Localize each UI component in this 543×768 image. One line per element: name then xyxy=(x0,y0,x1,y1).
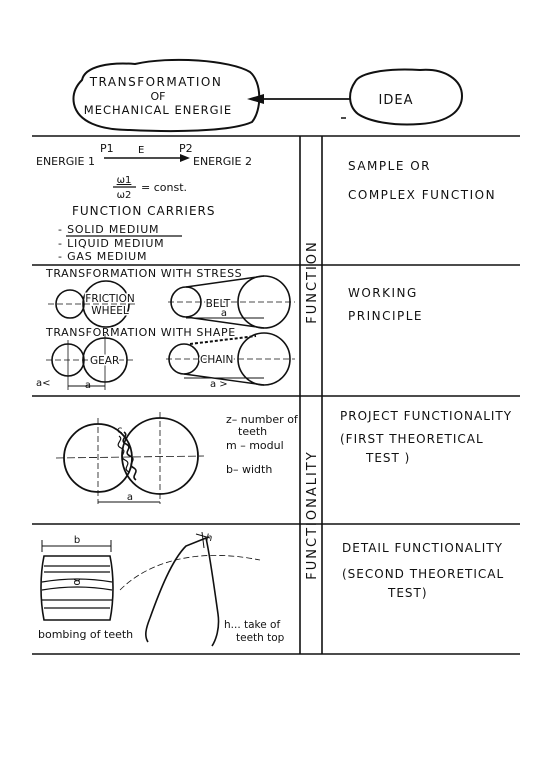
gear-pair-a-label: a xyxy=(127,492,133,503)
bombing-b-label: b xyxy=(74,535,80,546)
const-label: = const. xyxy=(141,181,187,194)
row3-right-line1: PROJECT FUNCTIONALITY xyxy=(340,409,512,423)
alpha-label: α xyxy=(70,578,83,585)
gear-a-label: a xyxy=(85,380,91,391)
row1-right-line1: SAMPLE OR xyxy=(348,159,431,173)
p2-label: P2 xyxy=(179,142,193,155)
h-take-line1: h... take of xyxy=(224,619,280,631)
z-label-line2: teeth xyxy=(238,425,267,438)
a-greater-label: a > xyxy=(210,379,228,390)
chain-sprocket-large xyxy=(237,332,291,386)
tooth-profile-left xyxy=(145,617,151,643)
z-label-line1: z– number of xyxy=(226,413,299,426)
m-label: m – modul xyxy=(226,439,284,452)
row4-right-line3: TEST) xyxy=(387,586,428,600)
side-label-function: FUNCTION xyxy=(305,240,320,324)
energie2-label: ENERGIE 2 xyxy=(193,155,252,168)
belt-bottom xyxy=(185,316,265,329)
transformation-cloud xyxy=(72,58,261,133)
idea-label: IDEA xyxy=(379,93,414,108)
mesh-teeth-outline xyxy=(117,435,130,473)
row4-right-line1: DETAIL FUNCTIONALITY xyxy=(342,541,503,555)
reference-arc xyxy=(119,555,261,591)
row1-right-line2: COMPLEX FUNCTION xyxy=(348,188,496,202)
e-label: E xyxy=(138,145,144,156)
p1-label: P1 xyxy=(100,142,114,155)
row2-right-line2: PRINCIPLE xyxy=(348,309,423,323)
energie1-label: ENERGIE 1 xyxy=(36,155,95,168)
mesh-teeth xyxy=(122,431,137,481)
row3-right-line3: TEST ) xyxy=(365,451,410,465)
gear-pair-right xyxy=(121,417,199,495)
gear-pair-axis xyxy=(55,455,205,459)
c-label: c xyxy=(117,425,123,436)
belt-top xyxy=(185,275,265,288)
carrier-liquid: - LIQUID MEDIUM xyxy=(58,237,164,250)
gear-label: GEAR xyxy=(90,355,119,367)
bombing-teeth-outline xyxy=(40,555,114,621)
h-label: h xyxy=(206,533,212,544)
row3-right-line2: (FIRST THEORETICAL xyxy=(340,432,484,446)
idea-arrow-head xyxy=(247,94,264,104)
transformation-label-line1: TRANSFORMATION xyxy=(89,75,223,89)
chain-bottom xyxy=(183,373,265,386)
tooth-line-3 xyxy=(41,578,113,583)
belt-a-label: a xyxy=(221,308,227,319)
belt-label: BELT xyxy=(206,298,231,310)
friction-label: FRICTION xyxy=(85,293,134,305)
chain-top xyxy=(189,335,257,345)
tooth-profile xyxy=(149,536,220,647)
transformation-label-line2: OF xyxy=(151,90,166,103)
row2-right-line1: WORKING xyxy=(348,286,418,300)
side-label-functionality: FUNCTIONALITY xyxy=(305,450,320,579)
h-dim-side xyxy=(201,531,205,549)
tooth-line-4 xyxy=(41,586,113,591)
omega-denominator: ω2 xyxy=(117,190,132,201)
b-label: b– width xyxy=(226,463,272,476)
idea-cloud xyxy=(349,68,464,126)
transformation-label-line3: MECHANICAL ENERGIE xyxy=(84,103,232,117)
a-less-label: a< xyxy=(36,378,51,389)
chain-label: CHAIN xyxy=(200,354,233,366)
wheel-label: WHEEL xyxy=(91,305,129,317)
bombing-caption: bombing of teeth xyxy=(38,628,133,641)
shape-title: TRANSFORMATION WITH SHAPE xyxy=(45,326,236,339)
carriers-title: FUNCTION CARRIERS xyxy=(72,204,216,218)
stress-title: TRANSFORMATION WITH STRESS xyxy=(45,267,242,280)
carrier-gas: - GAS MEDIUM xyxy=(58,250,147,263)
row4-right-line2: (SECOND THEORETICAL xyxy=(342,567,504,581)
carrier-solid: - SOLID MEDIUM xyxy=(58,223,159,236)
omega-numerator: ω1 xyxy=(117,175,132,186)
energy-arrow-head xyxy=(180,154,190,162)
h-take-line2: teeth top xyxy=(236,632,285,644)
